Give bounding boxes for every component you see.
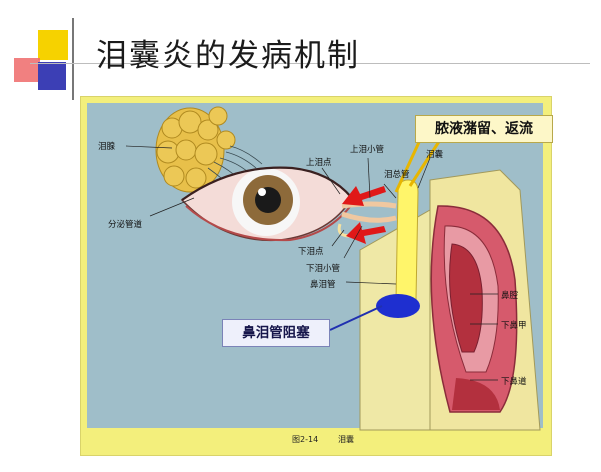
obstruction-pointer-line <box>329 305 383 331</box>
label-common-canaliculus: 泪总管 <box>384 170 410 180</box>
label-upper-punctum: 上泪点 <box>306 158 332 168</box>
decor-blue-square <box>38 62 66 90</box>
slide-title: 泪囊炎的发病机制 <box>96 38 360 74</box>
callout-obstruction: 鼻泪管阻塞 <box>222 319 330 347</box>
lacrimal-sac-duct-shape <box>395 179 419 311</box>
figure-number: 图2-14 <box>292 435 319 444</box>
label-upper-canaliculus: 上泪小管 <box>350 145 385 155</box>
label-inferior-turbinate: 下鼻甲 <box>501 321 527 331</box>
decor-red-square <box>14 58 40 82</box>
label-lower-punctum: 下泪点 <box>298 247 324 257</box>
label-nasal-cavity: 鼻腔 <box>501 291 519 301</box>
figure-caption: 泪囊 <box>338 435 354 444</box>
label-inferior-meatus: 下鼻道 <box>501 377 527 387</box>
label-lacrimal-sac: 泪囊 <box>426 150 444 160</box>
label-lacrimal-gland: 泪腺 <box>98 142 116 152</box>
callout-reflux: 脓液潴留、返流 <box>415 115 553 143</box>
decor-horizontal-line <box>30 63 590 64</box>
callout-pointer-lines <box>394 139 442 193</box>
reflux-arrow-icons <box>342 186 386 244</box>
obstruction-blob <box>376 294 420 318</box>
label-lower-canaliculus: 下泪小管 <box>306 264 341 274</box>
lacrimal-gland-shape <box>155 106 236 193</box>
label-secretory-duct: 分泌管道 <box>108 220 143 230</box>
decor-vertical-line <box>72 18 74 100</box>
label-nasolacrimal-duct: 鼻泪管 <box>310 280 336 290</box>
label-leader-lines <box>125 145 498 381</box>
nasal-cavity-shape <box>430 205 518 413</box>
decor-yellow-square <box>38 30 68 60</box>
